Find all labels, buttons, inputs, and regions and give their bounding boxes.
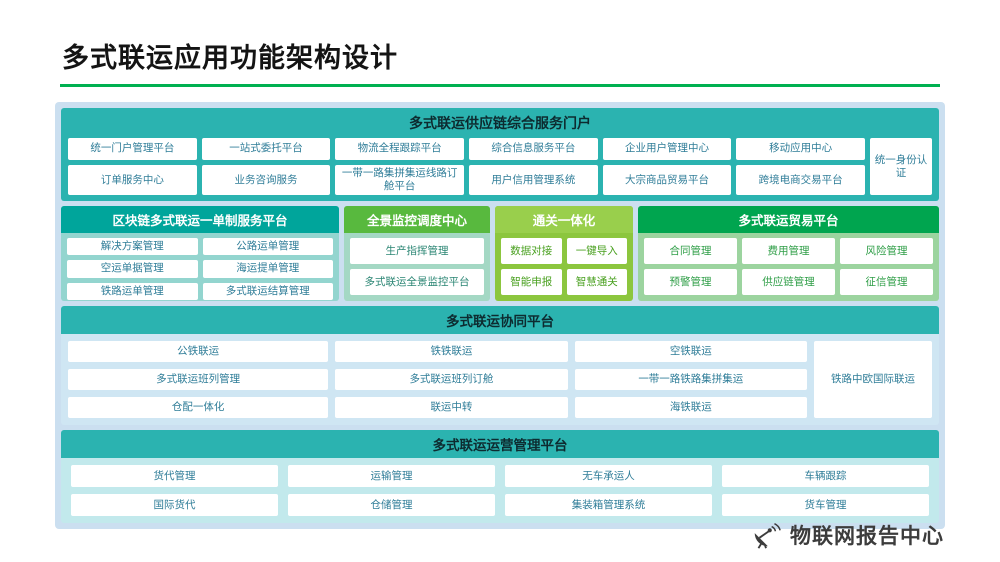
operations-item: 国际货代 (71, 494, 278, 517)
section-collaboration-title: 多式联运协同平台 (61, 306, 939, 335)
section-portal-title: 多式联运供应链综合服务门户 (409, 116, 591, 132)
operations-item: 货代管理 (71, 465, 278, 488)
section-monitor-title: 全景监控调度中心 (344, 206, 490, 234)
section-blockchain-platform: 区块链多式联运一单制服务平台 解决方案管理 公路运单管理 空运单据管理 海运提单… (61, 206, 339, 302)
operations-item: 仓储管理 (288, 494, 495, 517)
collaboration-side-column: 铁路中欧国际联运 (814, 341, 932, 419)
collaboration-grid: 公铁联运 多式联运班列管理 仓配一体化 铁铁联运 多式联运班列订舱 联运中转 空… (61, 334, 939, 425)
collaboration-item: 公铁联运 (68, 341, 329, 363)
blockchain-item: 海运提单管理 (202, 260, 333, 278)
trade-grid: 合同管理 费用管理 风险管理 预警管理 供应链管理 征信管理 (638, 233, 939, 301)
operations-item: 集装箱管理系统 (505, 494, 712, 517)
collaboration-item: 海铁联运 (574, 397, 807, 419)
blockchain-item: 解决方案管理 (67, 238, 198, 256)
customs-item: 智慧通关 (566, 269, 627, 296)
portal-item: 综合信息服务平台 (469, 138, 598, 160)
brand: 物联网报告中心 (750, 520, 944, 550)
customs-item: 智能申报 (501, 269, 562, 296)
collaboration-column: 铁铁联运 多式联运班列订舱 联运中转 (335, 341, 568, 419)
customs-grid: 数据对接 一键导入 智能申报 智慧通关 (495, 233, 633, 301)
trade-item: 风险管理 (840, 238, 933, 265)
collaboration-item: 多式联运班列管理 (68, 369, 329, 391)
portal-item: 移动应用中心 (736, 138, 865, 160)
section-operations-platform: 多式联运运营管理平台 货代管理 运输管理 无车承运人 车辆跟踪 国际货代 仓储管… (61, 430, 939, 524)
customs-item: 一键导入 (566, 238, 627, 265)
monitor-grid: 生产指挥管理 多式联运全景监控平台 (344, 233, 490, 301)
portal-item: 统一门户管理平台 (68, 138, 197, 160)
operations-item: 车辆跟踪 (722, 465, 929, 488)
brand-name: 物联网报告中心 (790, 524, 944, 548)
collaboration-item: 多式联运班列订舱 (335, 369, 568, 391)
section-collaboration-platform: 多式联运协同平台 公铁联运 多式联运班列管理 仓配一体化 铁铁联运 多式联运班列… (61, 306, 939, 426)
operations-item: 运输管理 (288, 465, 495, 488)
customs-item: 数据对接 (501, 238, 562, 265)
portal-item: 一站式委托平台 (201, 138, 331, 160)
collaboration-column: 公铁联运 多式联运班列管理 仓配一体化 (68, 341, 329, 419)
collaboration-item: 一带一路铁路集拼集运 (574, 369, 807, 391)
collaboration-item: 联运中转 (335, 397, 568, 419)
blockchain-grid: 解决方案管理 公路运单管理 空运单据管理 海运提单管理 铁路运单管理 多式联运结… (61, 233, 339, 301)
collaboration-item: 铁铁联运 (335, 341, 568, 363)
title-underline (60, 84, 940, 87)
collaboration-column: 空铁联运 一带一路铁路集拼集运 海铁联运 (574, 341, 807, 419)
blockchain-item: 空运单据管理 (67, 260, 198, 278)
section-monitor-center: 全景监控调度中心 生产指挥管理 多式联运全景监控平台 (344, 206, 490, 302)
portal-item: 一带一路集拼集运线路订舱平台 (335, 165, 464, 196)
architecture-diagram: 多式联运供应链综合服务门户 统一门户管理平台 一站式委托平台 物流全程跟踪平台 … (55, 102, 945, 530)
section-blockchain-title: 区块链多式联运一单制服务平台 (61, 206, 339, 234)
portal-item: 企业用户管理中心 (602, 138, 732, 160)
operations-grid: 货代管理 运输管理 无车承运人 车辆跟踪 国际货代 仓储管理 集装箱管理系统 货… (61, 458, 939, 523)
portal-item: 业务咨询服务 (201, 165, 331, 196)
section-trade-platform: 多式联运贸易平台 合同管理 费用管理 风险管理 预警管理 供应链管理 征信管理 (638, 206, 939, 302)
portal-item: 大宗商品贸易平台 (602, 165, 732, 196)
trade-item: 费用管理 (742, 238, 835, 265)
section-operations-title: 多式联运运营管理平台 (61, 430, 939, 459)
portal-item: 用户信用管理系统 (469, 165, 598, 196)
blockchain-item: 铁路运单管理 (67, 282, 198, 300)
operations-item: 无车承运人 (505, 465, 712, 488)
blockchain-item: 公路运单管理 (202, 238, 333, 256)
portal-item: 物流全程跟踪平台 (335, 138, 464, 160)
portal-item: 订单服务中心 (68, 165, 197, 196)
trade-item: 征信管理 (840, 269, 933, 296)
portal-grid: 统一门户管理平台 一站式委托平台 物流全程跟踪平台 综合信息服务平台 企业用户管… (68, 138, 932, 196)
section-portal: 多式联运供应链综合服务门户 统一门户管理平台 一站式委托平台 物流全程跟踪平台 … (61, 108, 939, 202)
collaboration-item: 空铁联运 (574, 341, 807, 363)
satellite-dish-icon (750, 520, 782, 550)
blockchain-item: 多式联运结算管理 (202, 282, 333, 300)
trade-item: 预警管理 (644, 269, 737, 296)
operations-item: 货车管理 (722, 494, 929, 517)
section-trade-title: 多式联运贸易平台 (638, 206, 939, 234)
portal-identity-box: 统一身份认证 (870, 138, 932, 196)
trade-item: 供应链管理 (742, 269, 835, 296)
portal-item: 跨境电商交易平台 (736, 165, 865, 196)
monitor-item: 多式联运全景监控平台 (350, 269, 484, 296)
section-customs-title: 通关一体化 (495, 206, 633, 234)
page-title: 多式联运应用功能架构设计 (62, 43, 398, 74)
collaboration-rail-europe-box: 铁路中欧国际联运 (814, 341, 932, 419)
section-customs-integration: 通关一体化 数据对接 一键导入 智能申报 智慧通关 (495, 206, 633, 302)
collaboration-item: 仓配一体化 (68, 397, 329, 419)
middle-row: 区块链多式联运一单制服务平台 解决方案管理 公路运单管理 空运单据管理 海运提单… (61, 206, 939, 302)
trade-item: 合同管理 (644, 238, 737, 265)
monitor-item: 生产指挥管理 (350, 238, 484, 265)
